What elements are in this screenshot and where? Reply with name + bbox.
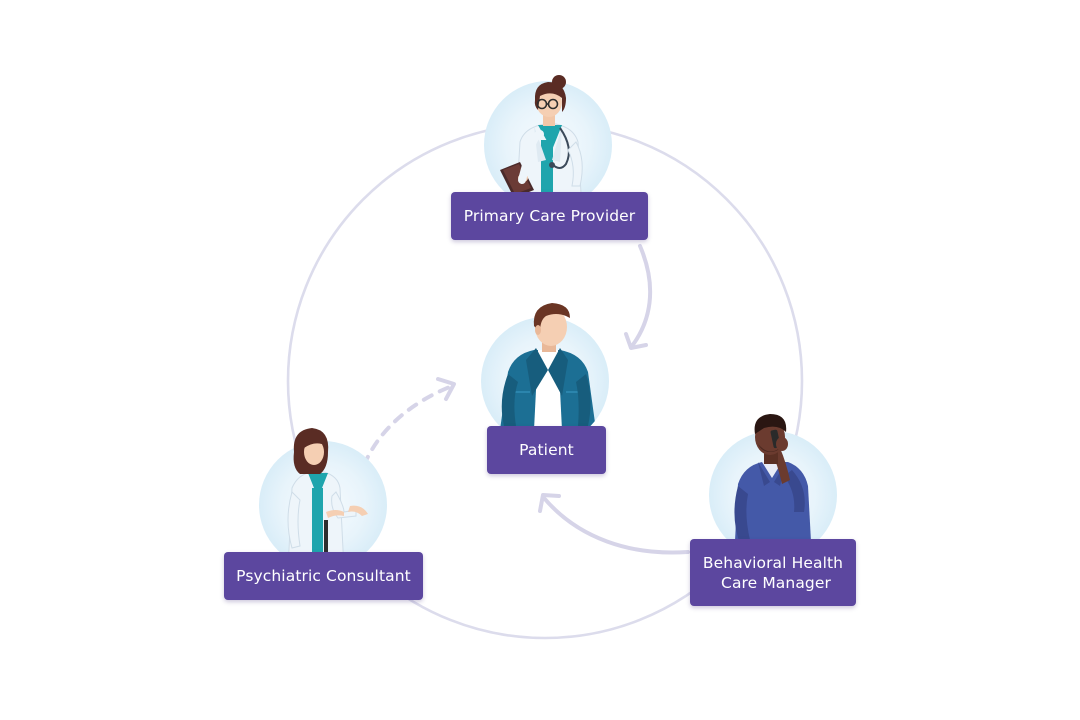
patient-figure bbox=[481, 303, 609, 445]
care-manager-label-line2: Care Manager bbox=[721, 573, 831, 592]
consultant-figure bbox=[259, 428, 387, 569]
behavioral-health-care-manager-label: Behavioral Health Care Manager bbox=[690, 539, 856, 606]
arrow-pcp-to-patient bbox=[624, 244, 653, 350]
psychiatric-consultant-label-text: Psychiatric Consultant bbox=[236, 567, 411, 585]
psychiatric-consultant-label: Psychiatric Consultant bbox=[224, 552, 423, 600]
patient-label: Patient bbox=[487, 426, 606, 474]
primary-care-provider-label: Primary Care Provider bbox=[451, 192, 648, 240]
care-manager-on-phone-figure bbox=[709, 414, 837, 559]
primary-care-provider-label-text: Primary Care Provider bbox=[463, 207, 636, 225]
care-manager-label-line1: Behavioral Health bbox=[702, 553, 844, 572]
arrow-consultant-to-patient-dashed bbox=[362, 377, 456, 467]
patient-label-text: Patient bbox=[519, 441, 574, 459]
arrow-care-manager-to-patient bbox=[538, 493, 690, 555]
doctor-with-clipboard-figure bbox=[484, 75, 612, 209]
